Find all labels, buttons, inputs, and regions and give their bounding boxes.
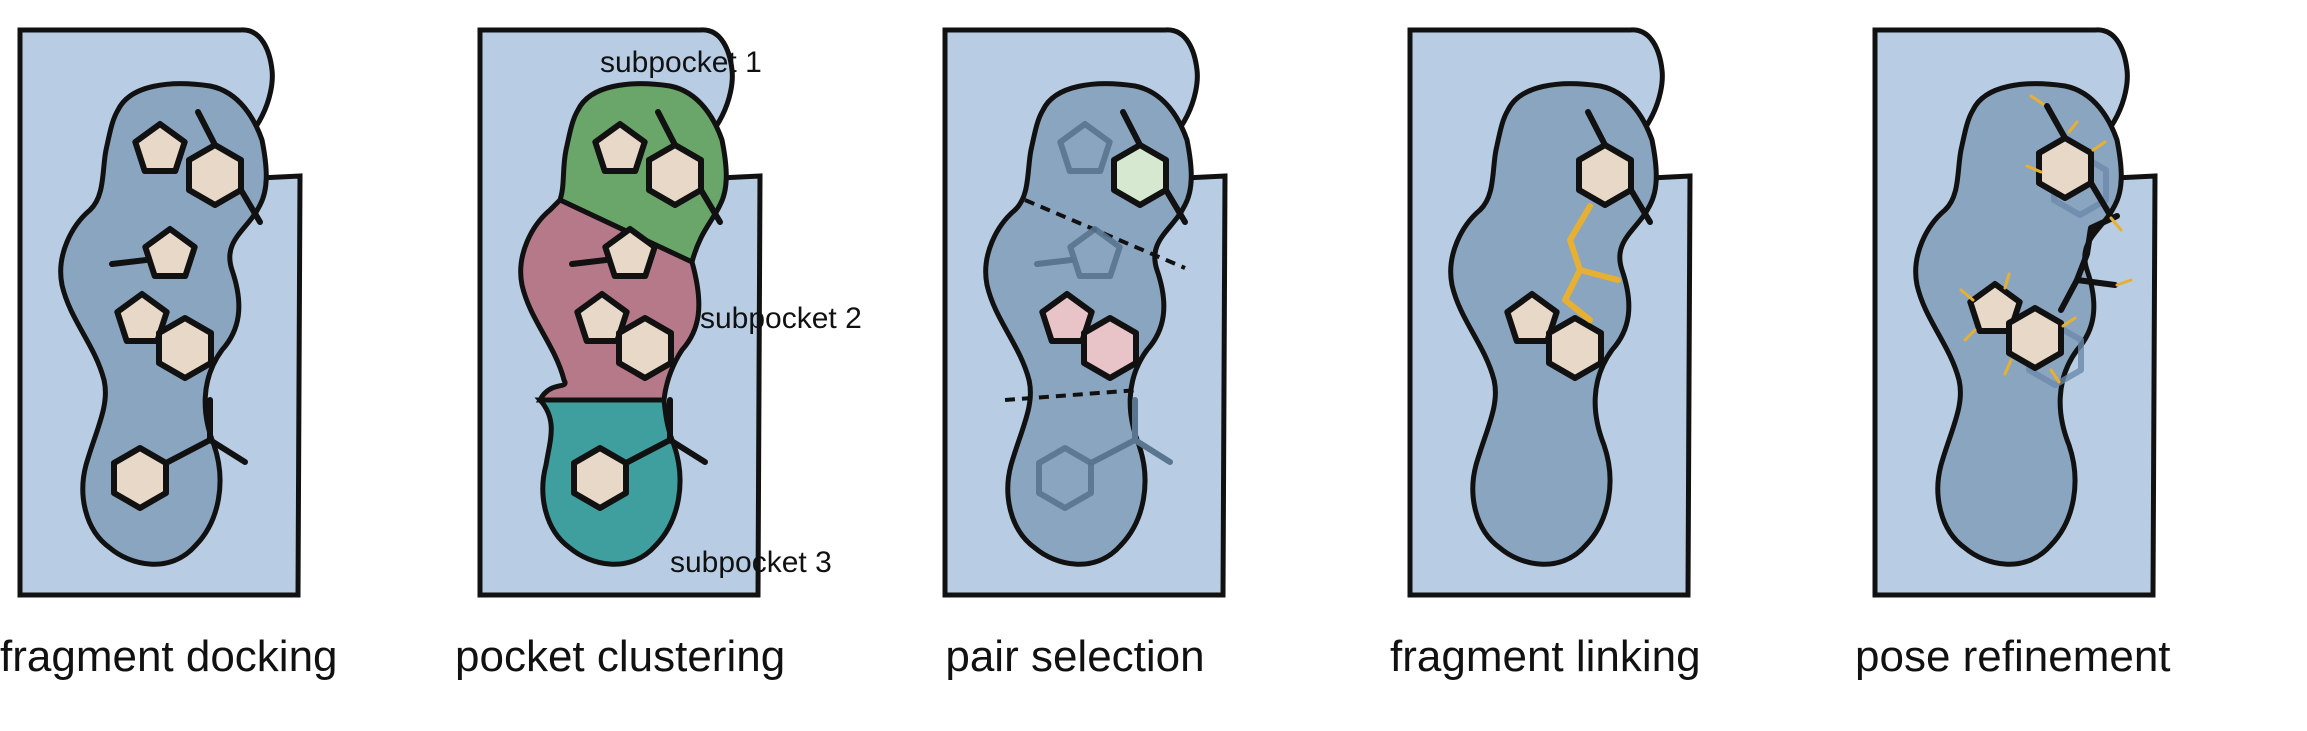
fragment-hexagon — [159, 318, 211, 378]
step-label-pair-selection: pair selection — [945, 632, 1205, 681]
subpocket-3-label: subpocket 3 — [670, 546, 832, 579]
panel-fragment-linking — [1410, 30, 1690, 595]
panel-fragment-docking — [20, 30, 300, 595]
step-label-fragment-docking: fragment docking — [0, 632, 338, 681]
fragment-hexagon — [189, 145, 241, 205]
subpocket-1-label: subpocket 1 — [600, 46, 762, 79]
refinement-arrows — [1959, 94, 2133, 384]
fragment-hexagon — [114, 448, 166, 508]
linker — [1562, 203, 1621, 323]
panel-pose-refinement — [1875, 30, 2155, 595]
step-label-pocket-clustering: pocket clustering — [455, 632, 786, 681]
step-label-fragment-linking: fragment linking — [1390, 632, 1701, 681]
step-label-pose-refinement: pose refinement — [1855, 632, 2171, 681]
panel-pair-selection — [945, 30, 1225, 595]
panel-pocket-clustering: subpocket 1 subpocket 2 subpocket 3 — [480, 30, 862, 595]
subpocket-2-label: subpocket 2 — [700, 302, 862, 335]
